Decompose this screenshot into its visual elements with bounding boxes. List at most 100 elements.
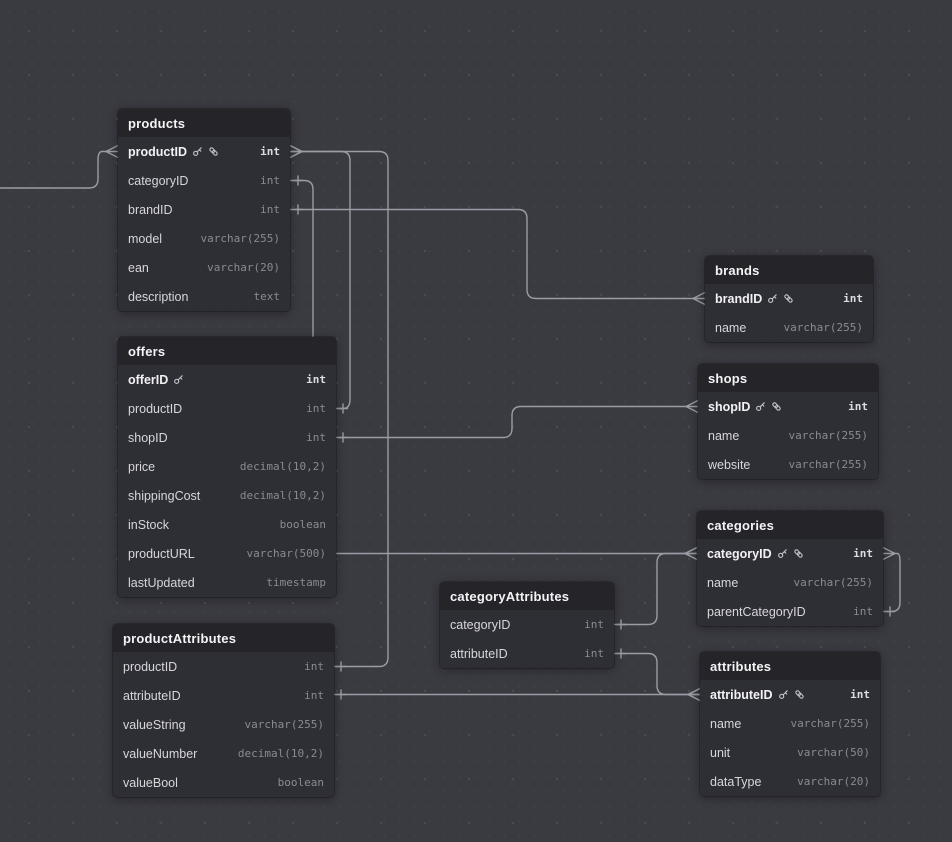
crowsfoot-marker	[687, 687, 701, 702]
relationship-productAttributes-attributeID-to-attributes-attributeID[interactable]	[333, 687, 701, 702]
field-name-text: categoryID	[707, 546, 772, 561]
field-row-offers-productID[interactable]: productID int	[118, 394, 336, 423]
relationship-products-brandID-to-brands-brandID[interactable]	[289, 204, 706, 306]
field-type: decimal(10,2)	[239, 489, 326, 502]
field-name: categoryID	[128, 174, 188, 188]
link-icon	[793, 548, 804, 559]
field-name-text: shopID	[128, 430, 168, 445]
field-type: boolean	[277, 776, 324, 789]
field-name-text: attributeID	[123, 688, 181, 703]
table-header-productAttributes[interactable]: productAttributes	[113, 624, 334, 652]
field-row-categories-categoryID[interactable]: categoryID int	[697, 539, 883, 568]
table-header-offers[interactable]: offers	[118, 337, 336, 365]
field-name: valueString	[123, 718, 186, 732]
crowsfoot-marker	[882, 546, 896, 561]
field-name: categoryID	[450, 618, 510, 632]
relationship-line[interactable]	[613, 552, 686, 626]
table-header-shops[interactable]: shops	[698, 364, 878, 392]
crowsfoot-marker	[289, 144, 303, 159]
relationship-products-categoryID-to-categories-categoryID[interactable]	[289, 175, 698, 561]
field-type: int	[853, 547, 873, 560]
table-header-brands[interactable]: brands	[705, 256, 873, 284]
relationship-external-to-products-productID[interactable]	[0, 144, 119, 189]
field-type: varchar(20)	[797, 775, 870, 788]
field-name: productID	[128, 145, 219, 159]
link-icon	[771, 401, 782, 412]
field-name-text: inStock	[128, 517, 169, 532]
one-side-marker	[292, 204, 304, 215]
field-name: shopID	[128, 431, 168, 445]
field-name: offerID	[128, 373, 184, 387]
field-type: varchar(20)	[207, 261, 280, 274]
field-name: lastUpdated	[128, 576, 195, 590]
one-side-marker	[335, 689, 347, 700]
relationship-line[interactable]	[882, 552, 901, 613]
relationship-categoryAttributes-attributeID-to-attributes-attributeID[interactable]	[613, 648, 701, 702]
field-row-attributes-dataType[interactable]: dataType varchar(20)	[700, 767, 880, 796]
relationship-productAttributes-productID-to-products-productID[interactable]	[289, 144, 389, 672]
relationship-line[interactable]	[335, 405, 687, 439]
relationship-line[interactable]	[301, 150, 389, 668]
field-name: productID	[128, 402, 182, 416]
field-type: timestamp	[266, 576, 326, 589]
relationship-line[interactable]	[289, 179, 686, 555]
relationship-offers-shopID-to-shops-shopID[interactable]	[335, 399, 699, 443]
field-type: int	[306, 402, 326, 415]
field-name: dataType	[710, 775, 761, 789]
table-header-attributes[interactable]: attributes	[700, 652, 880, 680]
table-header-categoryAttributes[interactable]: categoryAttributes	[440, 582, 614, 610]
link-icon	[208, 146, 219, 157]
field-type: varchar(255)	[788, 458, 868, 471]
field-name: name	[710, 717, 741, 731]
relationship-categories-parentCategoryID-to-categories-categoryID[interactable]	[882, 546, 901, 617]
relationship-categoryAttributes-categoryID-to-categories-categoryID[interactable]	[613, 546, 698, 630]
table-header-categories[interactable]: categories	[697, 511, 883, 539]
relationship-line[interactable]	[0, 150, 107, 189]
key-icon	[777, 548, 788, 559]
field-type: int	[850, 688, 870, 701]
relationship-line[interactable]	[289, 208, 694, 300]
field-row-offers-lastUpdated[interactable]: lastUpdated timestamp	[118, 568, 336, 597]
relationship-line[interactable]	[613, 652, 689, 696]
table-header-products[interactable]: products	[118, 109, 290, 137]
field-name-text: price	[128, 459, 156, 474]
